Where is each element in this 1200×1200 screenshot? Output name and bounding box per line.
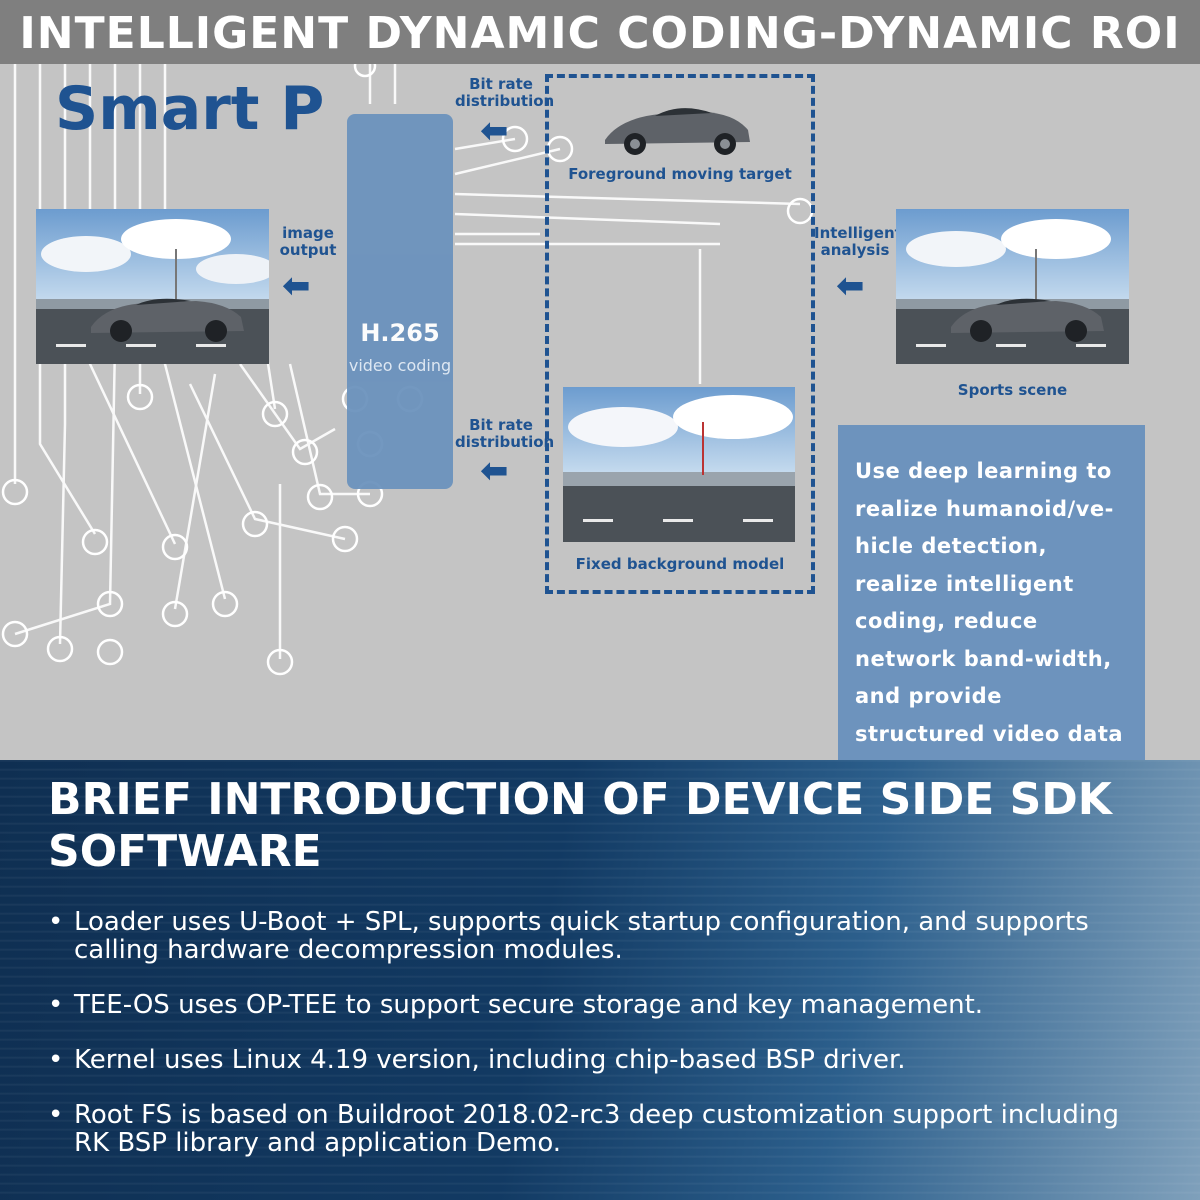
foreground-label: Foreground moving target	[568, 165, 792, 183]
circuit-pattern	[1, 64, 814, 676]
list-item: TEE-OS uses OP-TEE to support secure sto…	[48, 991, 1158, 1019]
header-bar: INTELLIGENT DYNAMIC CODING-DYNAMIC ROI	[0, 0, 1200, 64]
arrow-left-icon: ⬅	[480, 451, 509, 491]
sports-scene-image	[896, 209, 1129, 364]
roi-dashed-frame	[545, 74, 815, 594]
sdk-bullet-list: Loader uses U-Boot + SPL, supports quick…	[48, 908, 1158, 1157]
list-item: Loader uses U-Boot + SPL, supports quick…	[48, 908, 1158, 964]
background-image	[563, 387, 795, 542]
arrow-left-icon: ⬅	[282, 266, 311, 306]
sdk-title: BRIEF INTRODUCTION OF DEVICE SIDE SDK SO…	[48, 774, 1112, 877]
output-image	[36, 209, 269, 364]
list-item: Kernel uses Linux 4.19 version, includin…	[48, 1046, 1158, 1074]
arrow-left-icon: ⬅	[836, 266, 865, 306]
brand-title: Smart P	[55, 74, 325, 144]
foreground-car-image	[600, 100, 755, 160]
diagram-area: Smart P	[0, 64, 1200, 783]
codec-subtitle: video coding	[348, 356, 452, 375]
codec-title: H.265	[360, 319, 440, 347]
image-output-label: image output	[279, 224, 337, 259]
bitrate-bottom-label: Bit rate distribution	[455, 416, 555, 451]
sdk-section: BRIEF INTRODUCTION OF DEVICE SIDE SDK SO…	[0, 760, 1200, 1200]
bitrate-top-label: Bit rate distribution	[455, 75, 555, 110]
sports-scene-label: Sports scene	[957, 381, 1068, 399]
list-item: Root FS is based on Buildroot 2018.02-rc…	[48, 1101, 1158, 1157]
codec-block: H.265 video coding	[347, 114, 453, 489]
info-text: Use deep learning to realize humanoid/ve…	[855, 459, 1124, 783]
background-label: Fixed background model	[575, 555, 785, 573]
info-panel: Use deep learning to realize humanoid/ve…	[838, 425, 1145, 783]
page-title: INTELLIGENT DYNAMIC CODING-DYNAMIC ROI	[19, 8, 1181, 59]
intelligent-analysis-label: Intelligent analysis	[814, 224, 902, 259]
arrow-left-icon: ⬅	[480, 111, 509, 151]
